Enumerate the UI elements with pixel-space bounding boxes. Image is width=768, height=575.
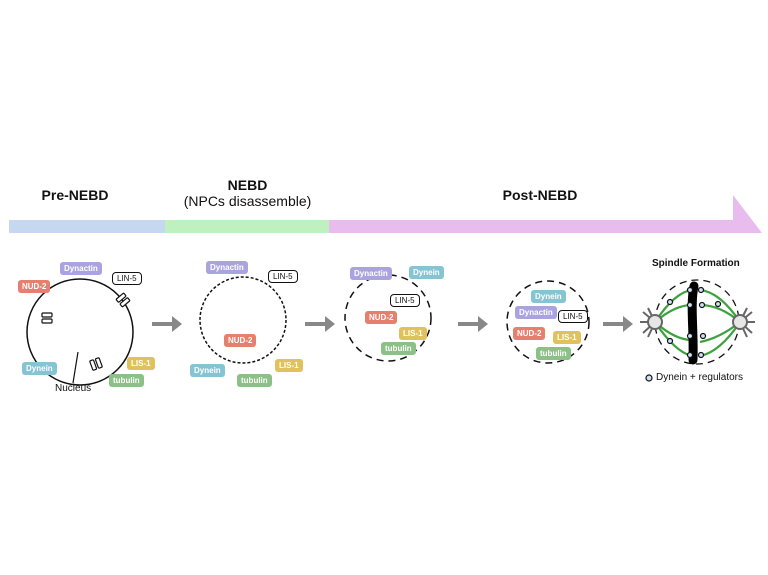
phase-post-nebd: Post-NEBD <box>480 187 600 203</box>
chip-nud2: NUD-2 <box>513 327 546 340</box>
chip-lis1: LIS-1 <box>127 357 155 370</box>
npc-icon <box>115 292 131 308</box>
spindle-formation-title: Spindle Formation <box>652 258 740 269</box>
chip-dynein: Dynein <box>22 362 57 375</box>
nuclear-envelope-disassembling <box>199 276 287 364</box>
chip-lin5: LIN-5 <box>268 270 298 283</box>
npc-icon <box>89 357 103 371</box>
chip-nud2: NUD-2 <box>224 334 257 347</box>
nuclear-region-dashed <box>344 274 432 362</box>
chip-lis1: LIS-1 <box>399 327 427 340</box>
nuclear-region-dashed <box>506 280 590 364</box>
centrosome-left <box>647 314 663 330</box>
timeline-pre-nebd <box>9 220 165 233</box>
chip-dynein: Dynein <box>190 364 225 377</box>
chip-dynein: Dynein <box>409 266 444 279</box>
chromosomes <box>687 281 699 365</box>
chip-tubulin: tubulin <box>237 374 272 387</box>
arrow-icon <box>458 316 488 332</box>
chip-tubulin: tubulin <box>381 342 416 355</box>
chip-lin5: LIN-5 <box>390 294 420 307</box>
phase-pre-nebd: Pre-NEBD <box>20 187 130 203</box>
chip-nud2: NUD-2 <box>18 280 51 293</box>
chip-dynactin: Dynactin <box>350 267 392 280</box>
nucleus-label: Nucleus <box>55 383 92 394</box>
centrosome-right <box>732 314 748 330</box>
chip-dynein: Dynein <box>531 290 566 303</box>
phase-subtitle: (NPCs disassemble) <box>183 193 312 209</box>
arrow-icon <box>305 316 335 332</box>
chip-nud2: NUD-2 <box>365 311 398 324</box>
chip-lin5: LIN-5 <box>112 272 142 285</box>
phase-title: Post-NEBD <box>502 187 578 203</box>
chip-lis1: LIS-1 <box>275 359 303 372</box>
chip-tubulin: tubulin <box>109 374 144 387</box>
nucleus-pointer-line <box>72 351 79 384</box>
phase-title: NEBD <box>227 177 268 193</box>
arrow-icon <box>603 316 633 332</box>
npc-icon <box>41 312 53 324</box>
legend-dot-icon <box>645 374 653 382</box>
timeline-nebd <box>165 220 329 233</box>
phase-title: Pre-NEBD <box>41 187 109 203</box>
chip-lis1: LIS-1 <box>553 331 581 344</box>
timeline-post-nebd-arrow <box>329 195 762 233</box>
chip-dynactin: Dynactin <box>206 261 248 274</box>
dynein-regulator-dots <box>666 286 722 359</box>
legend-label: Dynein + regulators <box>656 372 743 383</box>
chip-dynactin: Dynactin <box>60 262 102 275</box>
nucleus-envelope <box>26 278 134 386</box>
chip-dynactin: Dynactin <box>515 306 557 319</box>
chip-tubulin: tubulin <box>536 347 571 360</box>
phase-nebd: NEBD (NPCs disassemble) <box>165 177 330 209</box>
chip-lin5: LIN-5 <box>558 310 588 323</box>
arrow-icon <box>152 316 182 332</box>
